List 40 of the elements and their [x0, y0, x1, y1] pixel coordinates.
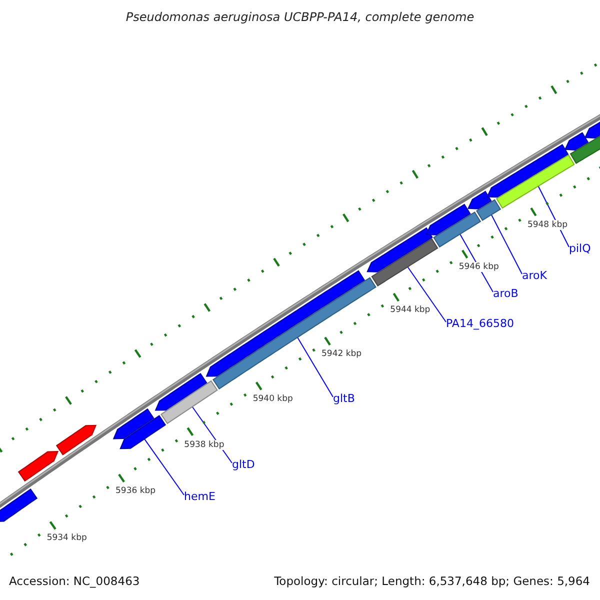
gene-arrow-shape: [206, 270, 366, 377]
gene-label: gltB: [333, 392, 355, 405]
leader-line: [490, 214, 522, 274]
gene-arrow-shape: [154, 372, 208, 411]
leader-line: [296, 336, 334, 398]
gene-arrow-shape: [468, 190, 492, 210]
gene-bar: [212, 277, 376, 390]
gene-label: aroB: [493, 287, 518, 300]
gene-arrow-shape: [486, 144, 569, 198]
scale-label: 5944 kbp: [390, 305, 430, 316]
gene-arrow-shape: [120, 415, 166, 450]
gene-bar: [433, 211, 482, 248]
gene-arrow-shape: [366, 227, 433, 272]
scale-label: 5942 kbp: [322, 349, 362, 360]
gene-label: pilQ: [569, 242, 591, 255]
gene-label: hemE: [184, 490, 216, 503]
accession-text: Accession: NC_008463: [9, 574, 140, 588]
gene-arrow-shape: [56, 424, 97, 456]
gene-bar: [160, 380, 218, 424]
scale-label: 5934 kbp: [46, 533, 87, 544]
title: Pseudomonas aeruginosa UCBPP-PA14, complete genome: [124, 10, 476, 24]
gene-bar: [371, 238, 438, 287]
gene-arrow-shape: [0, 488, 38, 522]
genome-summary-text: Topology: circular; Length: 6,537,648 bp; Genes: 5,964: [274, 574, 590, 588]
gene-label: gltD: [232, 458, 255, 471]
gene-arrow-shape: [426, 204, 471, 236]
gene-arrow-shape: [112, 408, 154, 440]
scale-label: 5936 kbp: [116, 486, 156, 496]
gene-bar: [496, 154, 575, 209]
scale-label: 5946 kbp: [458, 262, 499, 272]
gene-label: aroK: [522, 269, 547, 282]
scale-label: 5940 kbp: [252, 394, 293, 404]
leader-line: [407, 266, 446, 322]
gene-arrow-shape: [564, 132, 589, 150]
leader-line: [144, 438, 184, 496]
scale-label: 5948 kbp: [527, 220, 568, 230]
gene-bar: [476, 199, 502, 221]
gene-label: PA14_66580: [446, 317, 514, 330]
scale-label: 5938 kbp: [184, 440, 224, 450]
gene-arrow-shape: [18, 450, 59, 482]
